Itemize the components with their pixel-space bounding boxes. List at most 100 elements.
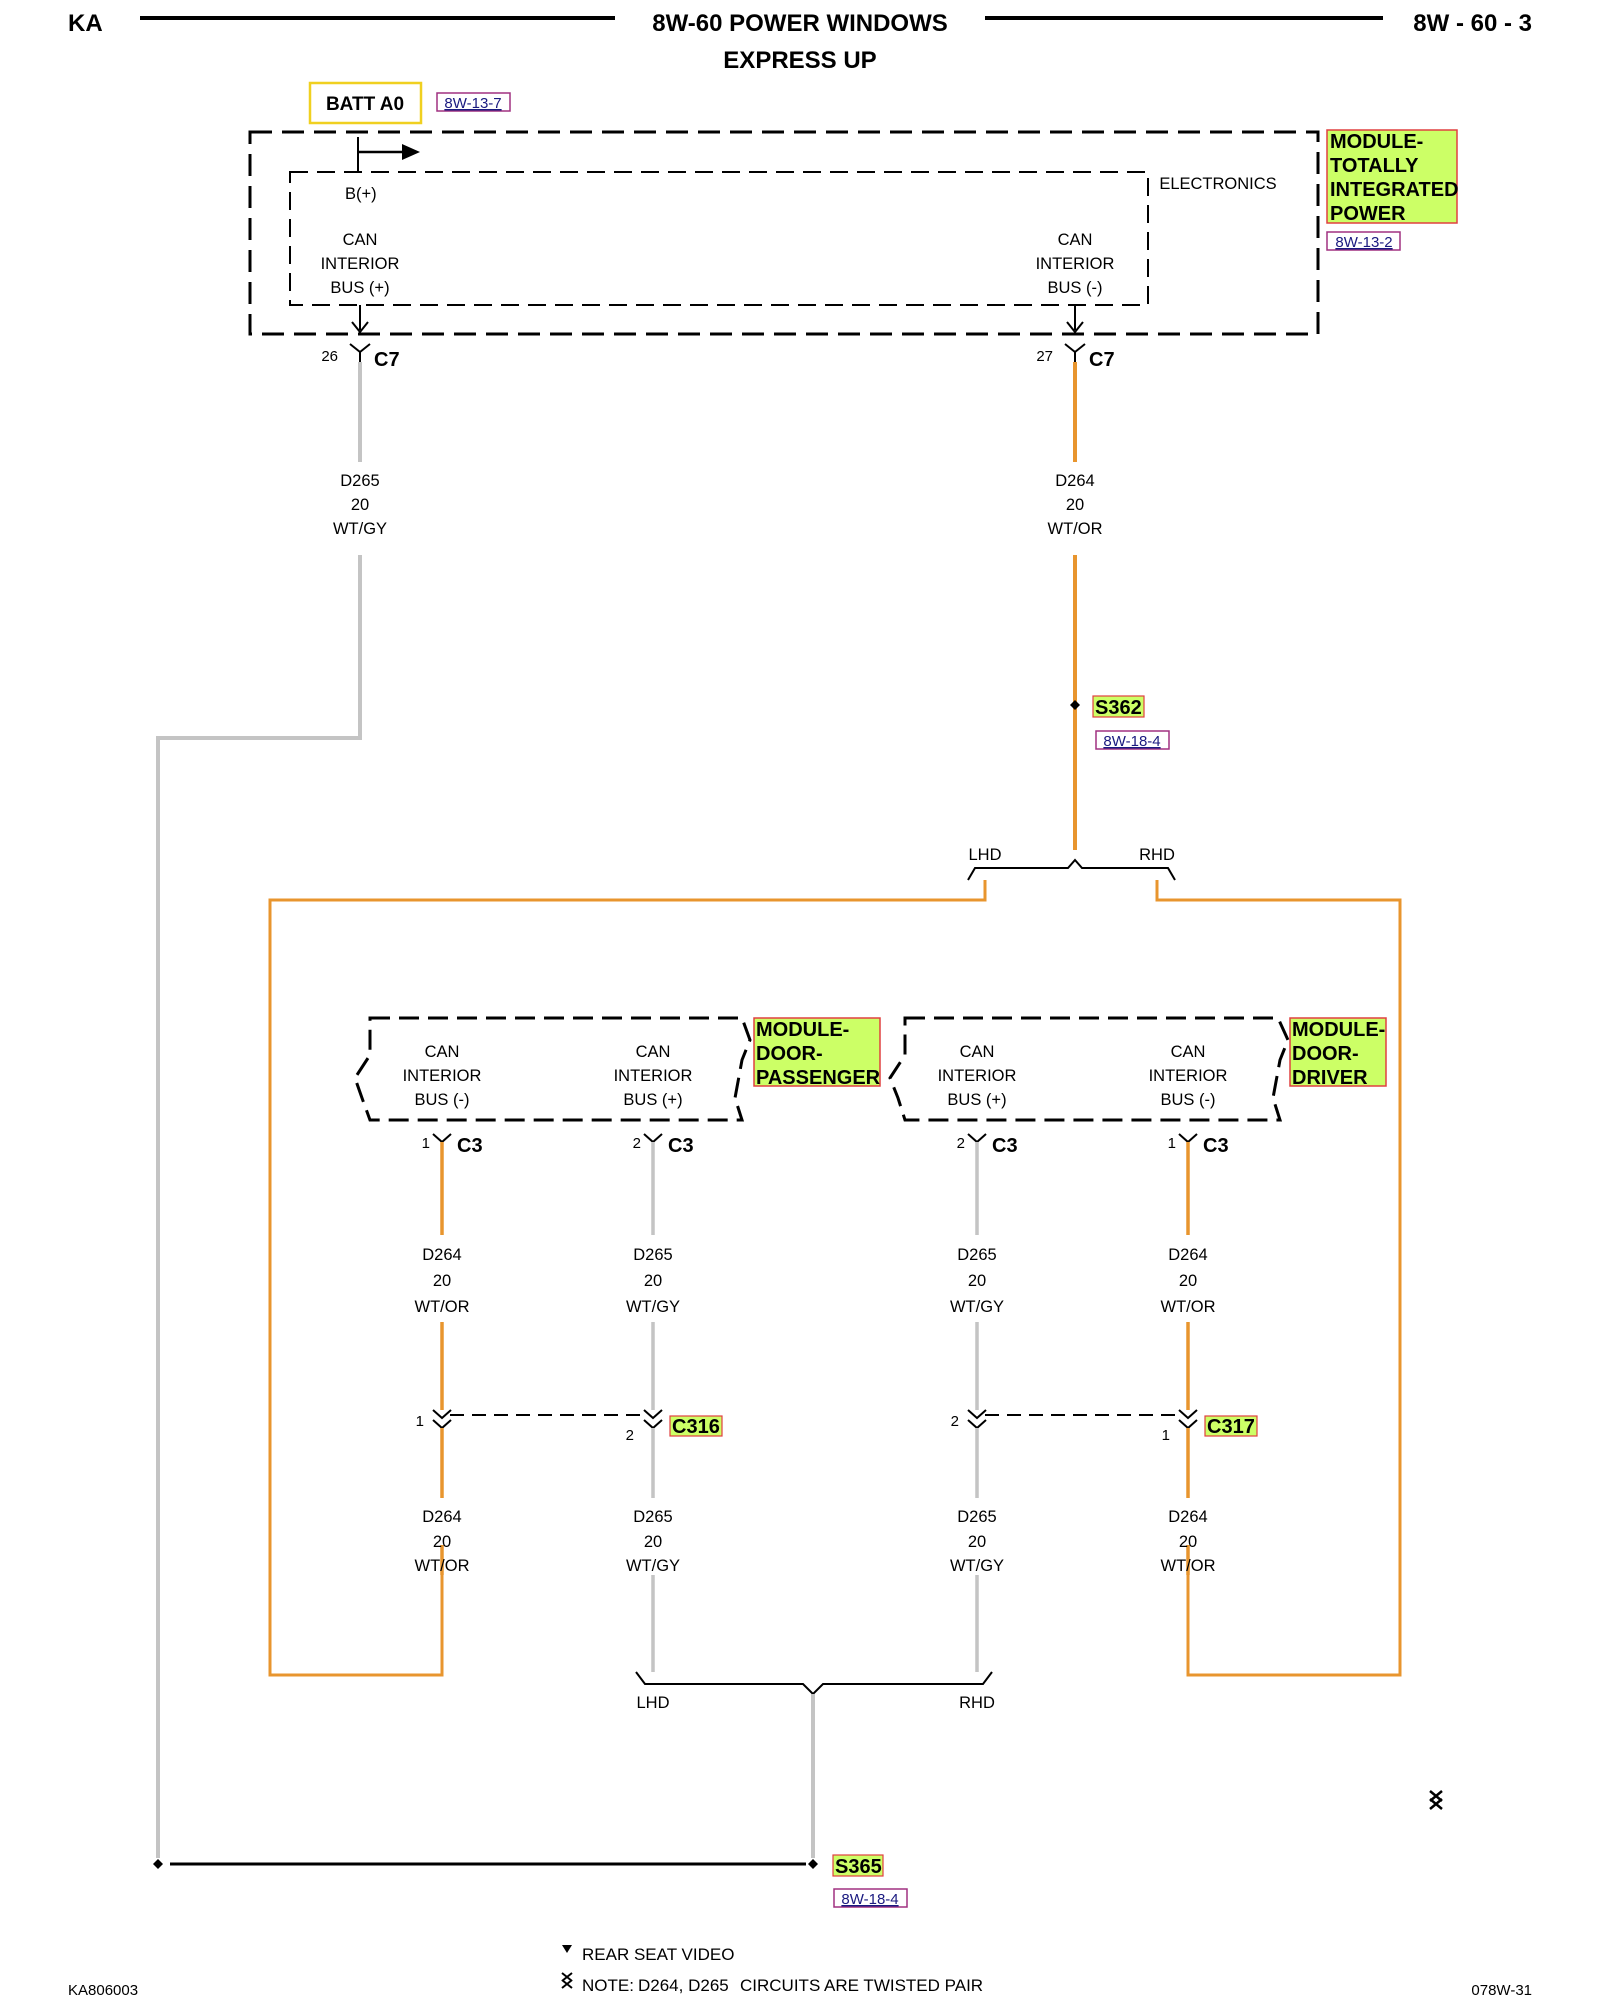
dp-pin-b-line3: BUS (+) — [623, 1091, 682, 1109]
footer-left: KA806003 — [68, 1982, 138, 1999]
low-3-gauge: 20 — [968, 1533, 986, 1551]
bplus-arrowhead — [402, 144, 420, 160]
branch-top-bracket — [967, 858, 1176, 881]
wire-d264-top-circuit: D264 — [1055, 472, 1094, 490]
page-number: 8W - 60 - 3 — [1413, 10, 1532, 37]
header-left: KA — [68, 10, 103, 37]
mid-3-color: WT/GY — [950, 1298, 1004, 1316]
door-driver-name-line2: DOOR- — [1292, 1043, 1359, 1065]
c3-da-label: C3 — [992, 1135, 1018, 1157]
diagram-subtitle: EXPRESS UP — [723, 47, 876, 74]
dp-pin-b-line1: CAN — [636, 1043, 671, 1061]
s362-label: S362 — [1095, 697, 1142, 719]
c7-right-pin: 27 — [1036, 348, 1053, 365]
c316-highlight — [669, 1415, 723, 1437]
diagram-title: 8W-60 POWER WINDOWS — [652, 10, 948, 37]
tipm-ref-box[interactable] — [1326, 231, 1401, 251]
s365-ref-link[interactable]: 8W-18-4 — [841, 1891, 898, 1908]
door-passenger-name-highlight — [753, 1017, 881, 1087]
c316-pin-left: 1 — [416, 1413, 424, 1430]
c3-db-symbol — [1178, 1133, 1198, 1144]
low-2-circuit: D265 — [633, 1508, 672, 1526]
batt-label-box — [308, 81, 423, 125]
c3-pa-pin: 1 — [422, 1135, 430, 1152]
s362-ref-box[interactable] — [1095, 730, 1170, 750]
note-twisted-prefix: NOTE: — [582, 1976, 634, 1995]
low-1-color: WT/OR — [415, 1557, 470, 1575]
mid-4-gauge: 20 — [1179, 1272, 1197, 1290]
low-4-gauge: 20 — [1179, 1533, 1197, 1551]
s362-highlight — [1092, 695, 1145, 718]
s365-highlight — [832, 1854, 884, 1877]
tipm-pin-right-line1: CAN — [1058, 231, 1093, 249]
tipm-name-line3: INTEGRATED — [1330, 179, 1459, 201]
low-3-color: WT/GY — [950, 1557, 1004, 1575]
door-passenger-outline — [353, 1016, 752, 1122]
dd-pin-b-line3: BUS (-) — [1161, 1091, 1216, 1109]
dd-pin-a-line2: INTERIOR — [938, 1067, 1017, 1085]
note-twisted-text: CIRCUITS ARE TWISTED PAIR — [740, 1976, 983, 1995]
tipm-pin-left-line2: INTERIOR — [321, 255, 400, 273]
c3-db-label: C3 — [1203, 1135, 1229, 1157]
tipm-right-pin-arrowhead — [1066, 321, 1084, 334]
wire-d265-top-gauge: 20 — [351, 496, 369, 514]
tipm-pin-right-line2: INTERIOR — [1036, 255, 1115, 273]
c3-pb-symbol — [643, 1133, 663, 1144]
c7-right-label: C7 — [1089, 349, 1115, 371]
branch-top-rhd: RHD — [1139, 846, 1175, 864]
batt-ref-link[interactable]: 8W-13-7 — [444, 95, 501, 112]
low-2-gauge: 20 — [644, 1533, 662, 1551]
c316-pin2-symbol — [643, 1409, 663, 1430]
batt-ref-box[interactable] — [436, 92, 511, 112]
mid-2-gauge: 20 — [644, 1272, 662, 1290]
twisted-pair-marker-icon — [1429, 1790, 1443, 1810]
s362-ref-link[interactable]: 8W-18-4 — [1103, 733, 1160, 750]
s362-splice-dot — [1070, 700, 1080, 710]
tipm-name-line1: MODULE- — [1330, 131, 1423, 153]
dd-pin-a-line3: BUS (+) — [947, 1091, 1006, 1109]
wire-d265-top-color: WT/GY — [333, 520, 387, 538]
c3-driver-a: 2 C3 — [957, 1133, 1018, 1157]
c316-pin-right: 2 — [626, 1427, 634, 1444]
mid-1-circuit: D264 — [422, 1246, 461, 1264]
s365-label: S365 — [835, 1856, 882, 1878]
c3-pa-symbol — [432, 1133, 452, 1144]
tipm-name-line4: POWER — [1330, 203, 1406, 225]
wire-d264-lhd-loop — [268, 880, 987, 1677]
footer-right: 078W-31 — [1471, 1982, 1532, 1999]
c7-left-label: C7 — [374, 349, 400, 371]
c3-passenger-b: 2 C3 — [633, 1133, 694, 1157]
bplus-label: B(+) — [345, 185, 377, 203]
tipm-ref-link[interactable]: 8W-13-2 — [1335, 234, 1392, 251]
twisted-pair-note-icon — [561, 1972, 573, 1989]
tipm-pin-right-line3: BUS (-) — [1048, 279, 1103, 297]
branch-bottom-bracket — [635, 1671, 993, 1696]
c7-right-connector-symbol — [1064, 343, 1086, 354]
dp-pin-a-line3: BUS (-) — [415, 1091, 470, 1109]
c3-pb-pin: 2 — [633, 1135, 641, 1152]
batt-label: BATT A0 — [326, 94, 404, 115]
mid-2-color: WT/GY — [626, 1298, 680, 1316]
dd-pin-b-line2: INTERIOR — [1149, 1067, 1228, 1085]
c317-pin1-symbol — [1178, 1409, 1198, 1430]
rear-seat-triangle-icon — [562, 1945, 572, 1953]
tipm-pin-left-line3: BUS (+) — [330, 279, 389, 297]
wire-d264-top-gauge: 20 — [1066, 496, 1084, 514]
c317-pin-right: 1 — [1162, 1427, 1170, 1444]
electronics-label: ELECTRONICS — [1159, 175, 1276, 193]
tipm-left-pin-arrowhead — [351, 321, 369, 334]
wire-d265-top-circuit: D265 — [340, 472, 379, 490]
dp-pin-a-line1: CAN — [425, 1043, 460, 1061]
wire-d265-to-s365 — [156, 555, 362, 1858]
s365-splice-dot — [808, 1859, 818, 1869]
c317-pin2-symbol — [967, 1409, 987, 1430]
s365-ref-box[interactable] — [833, 1888, 908, 1908]
door-driver-name-line1: MODULE- — [1292, 1019, 1385, 1041]
wire-d264-top-color: WT/OR — [1048, 520, 1103, 538]
c317-highlight — [1204, 1415, 1258, 1437]
dd-pin-b-line1: CAN — [1171, 1043, 1206, 1061]
note-rear-seat: REAR SEAT VIDEO — [582, 1945, 734, 1964]
door-passenger-name-line2: DOOR- — [756, 1043, 823, 1065]
note-twisted-circuits: D264, D265 — [638, 1976, 729, 1995]
